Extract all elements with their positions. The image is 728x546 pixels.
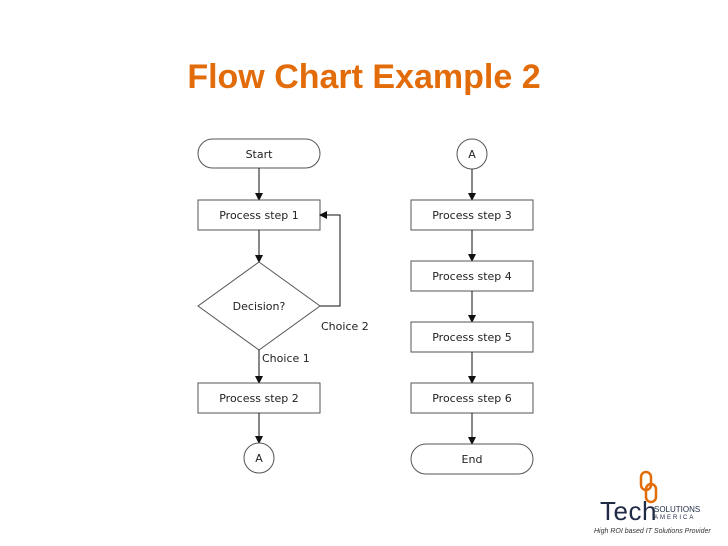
process-step-6-box — [410, 382, 534, 414]
process-step-2-label: Process step 2 — [219, 392, 299, 405]
company-logo: Tech SOLUTIONS AMERICA High ROI based IT… — [588, 470, 722, 540]
slide-title: Flow Chart Example 2 — [187, 58, 541, 96]
end-label: End — [462, 453, 483, 466]
logo-solutions-line1: SOLUTIONS — [654, 505, 701, 514]
process-step-3-box — [410, 199, 534, 231]
logo-tech-text: Tech — [600, 496, 657, 526]
choice-2-label: Choice 2 — [321, 320, 369, 333]
edge-choice2-loop — [319, 211, 341, 307]
process-step-5-box — [410, 321, 534, 353]
connector-a-left — [243, 442, 275, 474]
logo-solutions-text: SOLUTIONS AMERICA — [654, 505, 700, 523]
process-step-1-label: Process step 1 — [219, 209, 299, 222]
logo-tagline: High ROI based IT Solutions Provider — [594, 528, 711, 535]
end-terminal — [410, 443, 534, 475]
process-step-6-label: Process step 6 — [432, 392, 512, 405]
process-step-5-label: Process step 5 — [432, 331, 512, 344]
connector-a-right-label: A — [468, 148, 476, 161]
choice-1-label: Choice 1 — [262, 352, 310, 365]
logo-solutions-line2: AMERICA — [654, 515, 696, 521]
process-step-4-label: Process step 4 — [432, 270, 512, 283]
connector-a-left-label: A — [255, 452, 263, 465]
process-step-3-label: Process step 3 — [432, 209, 512, 222]
chain-link-icon — [639, 470, 658, 504]
decision-label: Decision? — [233, 300, 286, 313]
start-label: Start — [246, 148, 274, 161]
